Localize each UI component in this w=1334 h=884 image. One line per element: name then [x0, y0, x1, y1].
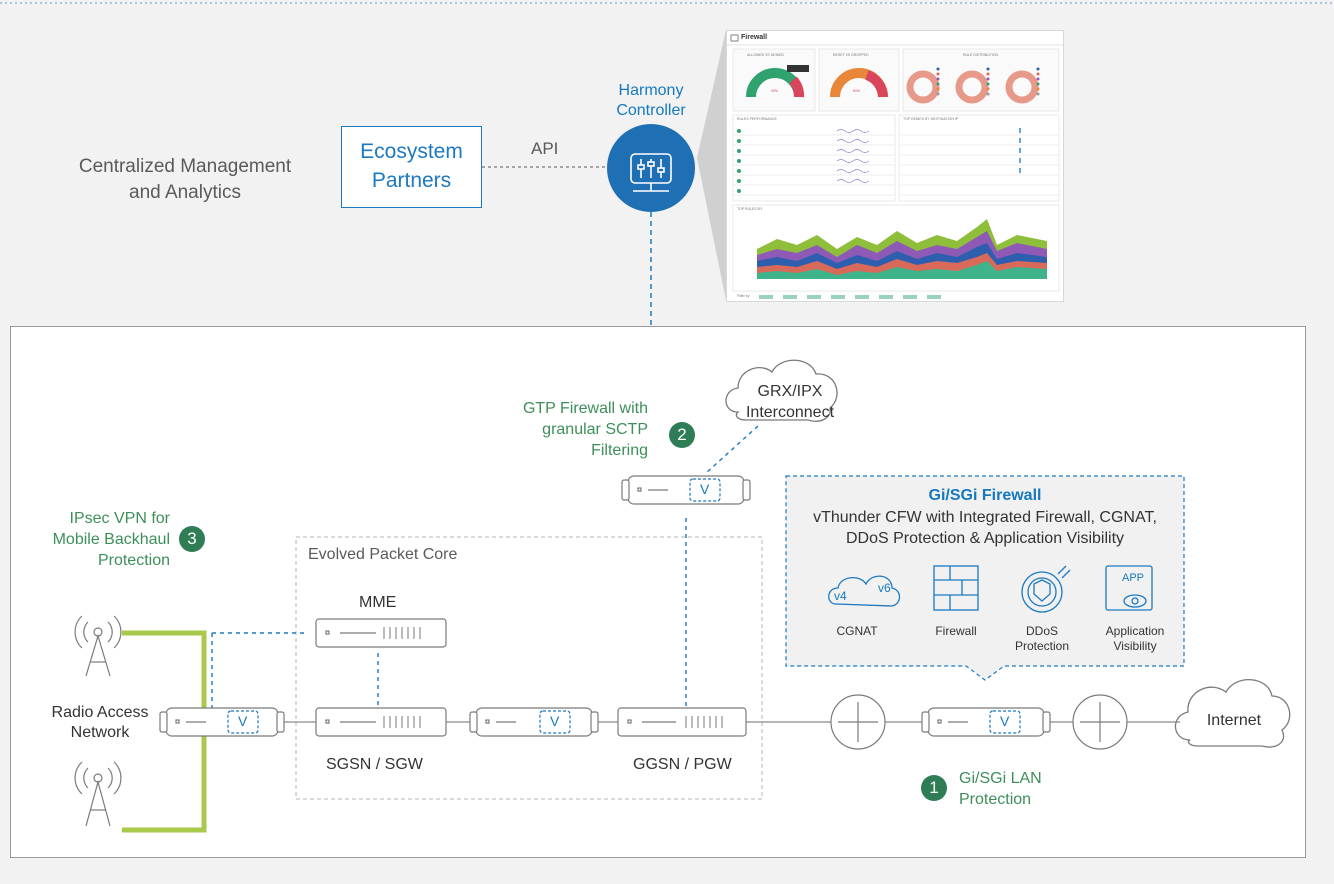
- ipsec-line2: Mobile Backhaul: [52, 531, 170, 548]
- v-label-gtp: V: [700, 481, 710, 497]
- sgsn-label: SGSN / SGW: [326, 756, 423, 773]
- ecosystem-partners-box: Ecosystem Partners: [341, 126, 482, 208]
- ran-line2: Network: [70, 724, 130, 741]
- app-label2: Visibility: [1113, 639, 1157, 653]
- cgnat-icon: [828, 575, 901, 607]
- mme-label: MME: [359, 594, 397, 611]
- api-label: API: [531, 139, 559, 158]
- router-icon: [1072, 694, 1128, 750]
- gi-desc-line1: vThunder CFW with Integrated Firewall, C…: [813, 509, 1157, 526]
- dashboard-screenshot: Firewall: [726, 30, 1064, 302]
- badge-3: 3: [179, 526, 205, 552]
- app-label: APP: [1122, 572, 1145, 584]
- device-ran: [159, 707, 285, 737]
- icon-label-firewall: Firewall: [921, 624, 991, 639]
- device-internet-side: [921, 707, 1051, 737]
- partners-line2: Partners: [371, 169, 452, 192]
- gi-box-content: Gi/SGi Firewall vThunder CFW with Integr…: [786, 476, 1184, 666]
- ggsn-label: GGSN / PGW: [633, 756, 732, 773]
- centralized-line1: Centralized Management: [78, 156, 292, 177]
- harmony-line1: Harmony: [618, 82, 684, 99]
- badge-2: 2: [669, 422, 695, 448]
- ddos-icon: [1021, 565, 1071, 613]
- v-label-internet: V: [1000, 713, 1010, 729]
- epc-label: Evolved Packet Core: [308, 546, 458, 563]
- gtp-line2: granular SCTP: [542, 421, 648, 438]
- dashboard-graphics: [727, 34, 1063, 299]
- ddos-label1: DDoS: [1025, 624, 1058, 638]
- icon-label-cgnat: CGNAT: [822, 624, 892, 639]
- gi-box-desc: vThunder CFW with Integrated Firewall, C…: [786, 507, 1184, 549]
- dashboard-shadow: [697, 30, 726, 300]
- filter-label: Filter by: [737, 294, 750, 298]
- antenna-icon: [74, 761, 122, 827]
- harmony-line2: Controller: [616, 102, 686, 119]
- gtp-line1: GTP Firewall with: [522, 400, 648, 417]
- ran-line1: Radio Access: [51, 704, 149, 721]
- ran-label: Radio Access Network: [40, 703, 160, 743]
- device-gtp: [621, 475, 751, 505]
- grx-link: [705, 425, 759, 474]
- controller-glyph: [630, 153, 672, 192]
- gi-box-title: Gi/SGi Firewall: [928, 487, 1042, 504]
- v6-label: v6: [878, 581, 891, 595]
- ipsec-callout: IPsec VPN for Mobile Backhaul Protection: [20, 508, 170, 571]
- internet-label: Internet: [1206, 712, 1262, 729]
- gtp-callout: GTP Firewall with granular SCTP Filterin…: [506, 398, 648, 461]
- v4-label: v4: [834, 589, 847, 603]
- epc-box: [295, 536, 763, 800]
- device-sgsn: [315, 707, 447, 737]
- v-label-middle: V: [550, 713, 560, 729]
- antenna-icon: [74, 615, 122, 677]
- gauge2-value: 60%: [853, 89, 861, 93]
- firewall-icon: [933, 565, 979, 611]
- internet-cloud: [1174, 679, 1291, 748]
- router-icon: [830, 694, 886, 750]
- gauge1-value: 90%: [771, 89, 779, 93]
- v-label-ran: V: [238, 713, 248, 729]
- gi-box: [785, 475, 1185, 681]
- gtp-line3: Filtering: [591, 442, 648, 459]
- harmony-label: Harmony Controller: [596, 81, 706, 121]
- gi-desc-line2: DDoS Protection & Application Visibility: [845, 530, 1125, 547]
- firewall-label: Firewall: [935, 624, 977, 638]
- ipsec-line1: IPsec VPN for: [69, 510, 170, 527]
- gauge1-title: ALLOWED VS DENIED: [747, 53, 784, 57]
- app-visibility-icon: [1105, 565, 1153, 611]
- grx-line2: Interconnect: [745, 404, 835, 421]
- badge-1: 1: [921, 775, 947, 801]
- partners-line1: Ecosystem: [360, 140, 463, 163]
- centralized-line2: and Analytics: [129, 182, 241, 203]
- donut-title: RULE DISTRIBUTION: [963, 53, 999, 57]
- grx-label: GRX/IPX Interconnect: [744, 381, 836, 423]
- icon-label-ddos: DDoS Protection: [1007, 624, 1077, 654]
- table1-title: RULES PERFORMANCE: [737, 117, 777, 121]
- app-label1: Application: [1105, 624, 1165, 638]
- gi-callout: Gi/SGi LAN Protection: [959, 768, 1042, 810]
- device-ggsn: [617, 707, 747, 737]
- gi-callout-line2: Protection: [959, 791, 1032, 808]
- gi-callout-line1: Gi/SGi LAN: [959, 770, 1042, 787]
- table2-title: TOP DENIES BY DESTINATION IP: [903, 117, 959, 121]
- grx-line1: GRX/IPX: [757, 383, 823, 400]
- area-title: TOP RULES BY: [737, 207, 763, 211]
- device-middle: [469, 707, 599, 737]
- gauge2-title: RESET VS DROPPED: [833, 53, 869, 57]
- device-mme: [315, 618, 447, 648]
- grx-cloud: [725, 359, 838, 422]
- ipsec-line3: Protection: [97, 552, 170, 569]
- icon-label-app: Application Visibility: [1095, 624, 1175, 654]
- centralized-label: Centralized Management and Analytics: [40, 154, 330, 206]
- ddos-label2: Protection: [1014, 639, 1070, 653]
- dashboard-title: Firewall: [741, 34, 768, 41]
- cgnat-label: CGNAT: [836, 624, 878, 638]
